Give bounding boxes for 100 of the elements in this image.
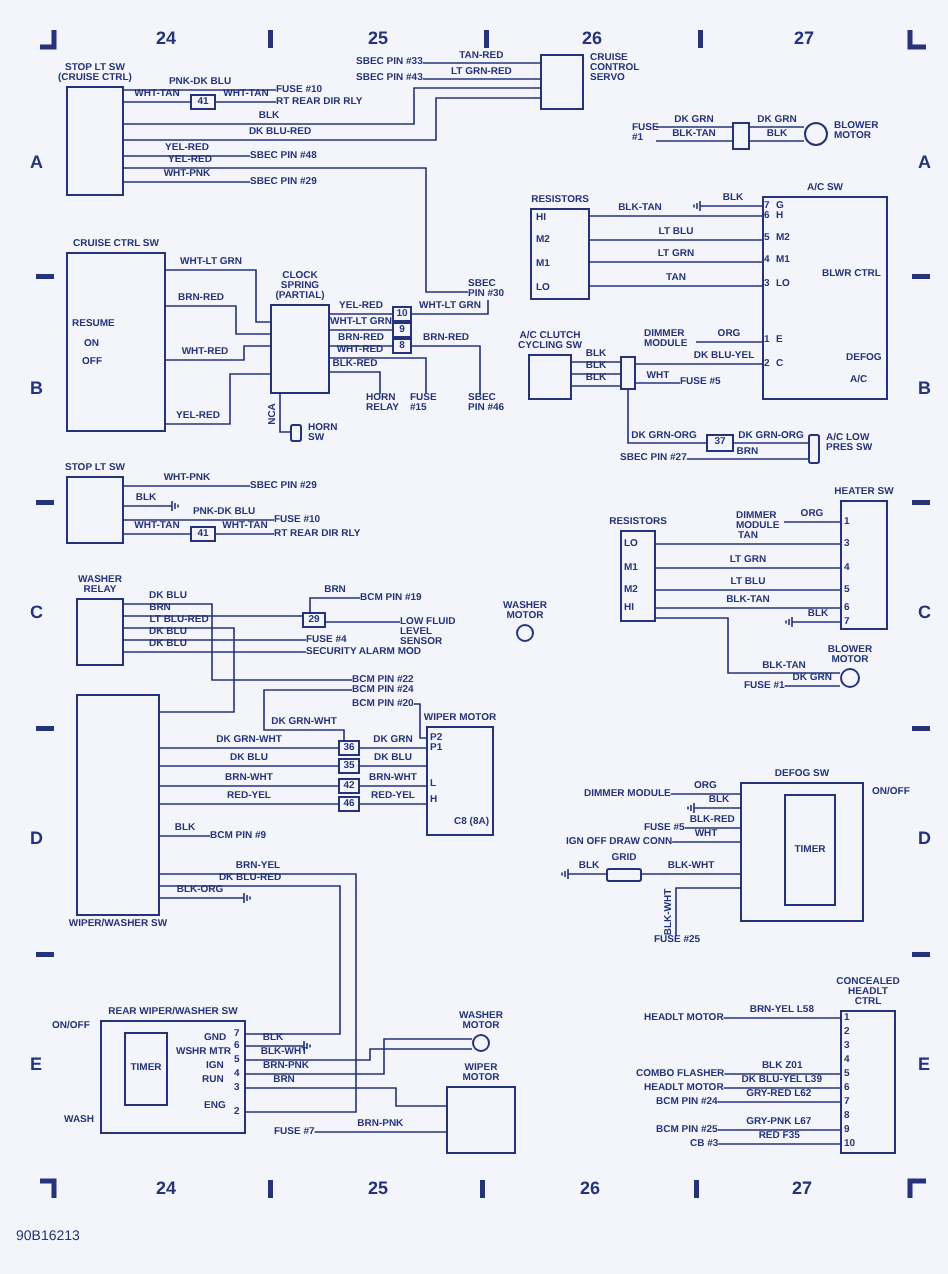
grid-label: D	[30, 830, 43, 848]
grid-label: C	[30, 604, 43, 622]
wire	[309, 597, 361, 613]
wire	[655, 126, 733, 128]
wire	[123, 627, 235, 713]
wire	[733, 442, 809, 444]
wire	[635, 363, 763, 365]
wire	[165, 373, 271, 425]
wire	[671, 841, 741, 843]
wire	[123, 485, 251, 487]
grid-label: 24	[156, 30, 177, 48]
wire	[359, 785, 427, 787]
wire	[159, 747, 339, 749]
wire	[571, 373, 621, 375]
wire	[571, 873, 607, 875]
wire	[123, 519, 275, 521]
wire	[123, 167, 469, 293]
wire	[123, 155, 251, 157]
wire	[571, 361, 621, 363]
wire	[571, 385, 621, 387]
wire	[279, 393, 291, 433]
wire	[123, 615, 303, 617]
wire	[159, 885, 341, 1035]
wire	[123, 651, 307, 653]
wire	[749, 126, 805, 128]
wire	[641, 873, 741, 875]
wire	[703, 205, 763, 207]
wire	[123, 603, 353, 681]
grid-label: 27	[794, 30, 815, 48]
wire	[627, 389, 707, 444]
wire	[655, 140, 733, 142]
wire	[589, 215, 763, 217]
grid-label: 27	[792, 1180, 813, 1198]
wire	[589, 261, 763, 263]
wire	[313, 1131, 447, 1133]
wire	[123, 87, 541, 125]
wire	[655, 589, 841, 591]
wire	[717, 1143, 841, 1145]
grid-label: 25	[368, 1180, 389, 1198]
wire	[263, 689, 353, 741]
wire	[655, 567, 841, 569]
wire	[245, 1045, 301, 1047]
wire	[411, 345, 481, 395]
wire	[159, 765, 339, 767]
wire	[215, 101, 277, 103]
wire	[359, 765, 427, 767]
wire	[716, 1101, 841, 1103]
wire	[159, 897, 241, 899]
grid-label: D	[918, 830, 931, 848]
wire	[635, 382, 681, 384]
wire	[245, 1038, 473, 1075]
wire	[329, 371, 381, 395]
wire	[123, 533, 191, 535]
wire	[683, 827, 741, 829]
wire	[165, 345, 271, 361]
wire	[123, 505, 169, 507]
wire	[165, 305, 271, 335]
wire	[655, 617, 841, 674]
wire	[783, 521, 841, 523]
wire	[783, 685, 841, 687]
wire	[589, 285, 763, 287]
wire	[411, 299, 489, 315]
wire	[655, 543, 841, 545]
wire	[412, 703, 427, 739]
wire	[123, 101, 191, 103]
wire	[421, 78, 541, 80]
wire	[123, 181, 251, 183]
wire	[722, 1087, 841, 1089]
wire	[159, 873, 357, 1113]
wire	[159, 835, 211, 837]
wire	[329, 313, 393, 315]
wire	[359, 803, 427, 805]
grid-label: C	[918, 604, 931, 622]
wire	[165, 269, 271, 323]
wire	[675, 887, 741, 937]
wire	[685, 458, 809, 460]
grid-label: A	[918, 154, 931, 172]
wire	[669, 793, 741, 795]
grid-label: B	[918, 380, 931, 398]
wire	[655, 607, 841, 609]
wire	[589, 239, 763, 241]
grid-label: E	[30, 1056, 43, 1074]
wire	[421, 62, 541, 64]
wire	[722, 1017, 841, 1019]
wire	[716, 1129, 841, 1131]
grid-label: 26	[582, 30, 603, 48]
wire	[723, 1073, 841, 1075]
wire	[245, 1048, 473, 1061]
grid-label: B	[30, 380, 43, 398]
grid-label: 25	[368, 30, 389, 48]
wire	[325, 621, 401, 623]
grid-label: A	[30, 154, 43, 172]
wire	[329, 329, 393, 331]
wire	[215, 533, 275, 535]
grid-label: 24	[156, 1180, 177, 1198]
grid-label: 26	[580, 1180, 601, 1198]
grid-label: E	[918, 1056, 931, 1074]
wire	[749, 140, 805, 142]
wire	[245, 1087, 447, 1107]
wire	[329, 357, 427, 395]
